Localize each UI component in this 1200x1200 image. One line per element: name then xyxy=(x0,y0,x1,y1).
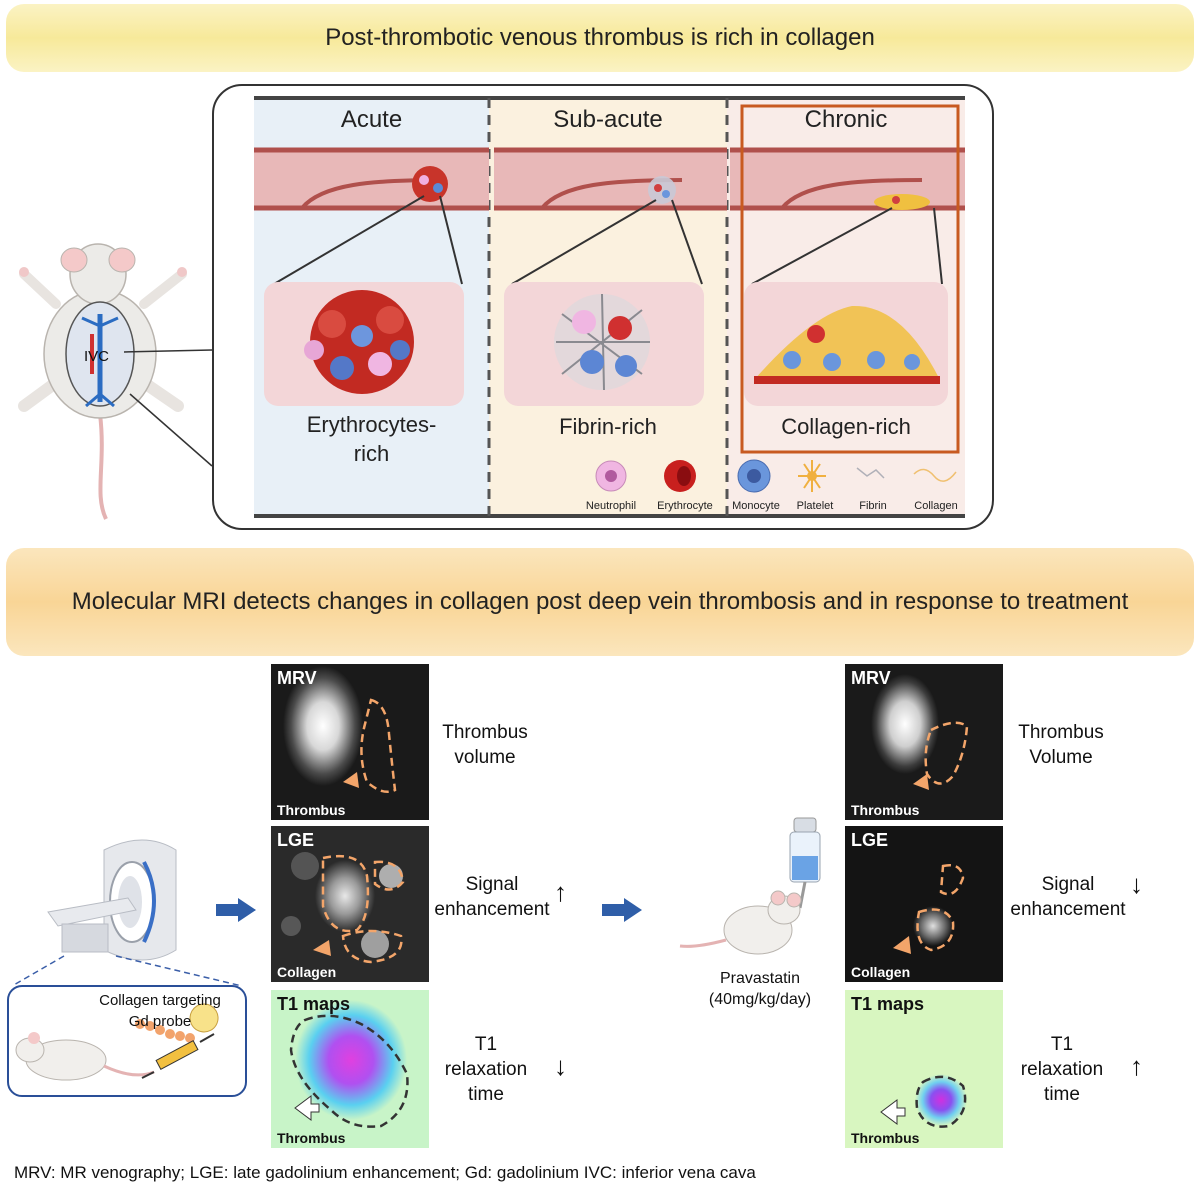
stage-subacute-title: Sub-acute xyxy=(553,106,663,133)
stage-acute-desc: Erythrocytes- rich xyxy=(306,412,437,466)
left-t1-desc: T1 relaxation time xyxy=(444,1034,528,1105)
right-lge-desc: Signal enhancement xyxy=(1010,874,1126,920)
arrow-to-treatment-icon xyxy=(602,898,642,922)
legend-fibrin: Fibrin xyxy=(859,500,887,512)
right-lge-title: LGE xyxy=(851,830,889,850)
right-t1-arrow-up-icon: ↑ xyxy=(1130,1051,1143,1081)
left-lge-bottom-label: Collagen xyxy=(277,964,337,980)
ivc-label: IVC xyxy=(84,348,110,365)
left-mrv-image: MRV Thrombus xyxy=(271,664,429,820)
stages-graphic xyxy=(254,96,965,518)
right-t1-bottom-label: Thrombus xyxy=(851,1130,920,1146)
left-lge-desc: Signal enhancement xyxy=(434,874,550,920)
left-t1-bottom-label: Thrombus xyxy=(277,1130,346,1146)
legend-erythrocyte: Erythrocyte xyxy=(657,500,713,512)
mouse-illustration xyxy=(18,243,213,520)
right-t1-desc: T1 relaxation time xyxy=(1020,1034,1104,1105)
stage-chronic-title: Chronic xyxy=(804,106,888,133)
left-lge-arrow-up-icon: ↑ xyxy=(554,877,567,907)
right-mrv-title: MRV xyxy=(851,668,891,688)
right-lge-image: LGE Collagen xyxy=(845,826,1003,982)
treated-mouse-illustration xyxy=(679,817,821,955)
stage-subacute-desc: Fibrin-rich xyxy=(559,414,657,439)
left-mrv-title: MRV xyxy=(277,668,317,688)
right-lge-arrow-down-icon: ↓ xyxy=(1130,869,1143,899)
treatment-drug: Pravastatin xyxy=(719,970,801,987)
right-mrv-bottom-label: Thrombus xyxy=(851,802,920,818)
scanner-illustration xyxy=(7,839,247,1097)
right-mrv-desc: Thrombus Volume xyxy=(1018,722,1104,768)
legend-platelet: Platelet xyxy=(796,500,834,512)
left-t1-image: T1 maps Thrombus xyxy=(271,990,429,1148)
legend-collagen: Collagen xyxy=(914,500,958,512)
left-mrv-desc: Thrombus volume xyxy=(442,722,528,768)
right-t1-title: T1 maps xyxy=(851,994,925,1014)
middle-banner: Molecular MRI detects changes in collage… xyxy=(6,548,1194,656)
arrow-to-scans-icon xyxy=(216,898,256,922)
left-lge-title: LGE xyxy=(277,830,315,850)
stage-chronic-desc: Collagen-rich xyxy=(781,414,911,439)
left-t1-arrow-down-icon: ↓ xyxy=(554,1051,567,1081)
middle-banner-text: Molecular MRI detects changes in collage… xyxy=(71,588,1129,615)
legend-neutrophil: Neutrophil xyxy=(585,500,637,512)
abbreviations-footer: MRV: MR venography; LGE: late gadolinium… xyxy=(14,1163,756,1182)
right-t1-image: T1 maps Thrombus xyxy=(845,990,1003,1148)
legend-monocyte: Monocyte xyxy=(732,500,780,512)
right-lge-bottom-label: Collagen xyxy=(851,964,911,980)
stage-acute-title: Acute xyxy=(340,106,403,133)
right-mrv-image: MRV Thrombus xyxy=(845,664,1003,820)
probe-label: Collagen targeting Gd probe xyxy=(99,992,221,1030)
treatment-dose: (40mg/kg/day) xyxy=(708,991,812,1008)
left-t1-title: T1 maps xyxy=(277,994,351,1014)
left-lge-image: LGE Collagen xyxy=(271,826,429,982)
left-mrv-bottom-label: Thrombus xyxy=(277,802,346,818)
top-banner-text: Post-thrombotic venous thrombus is rich … xyxy=(325,24,875,51)
top-banner: Post-thrombotic venous thrombus is rich … xyxy=(6,4,1194,72)
